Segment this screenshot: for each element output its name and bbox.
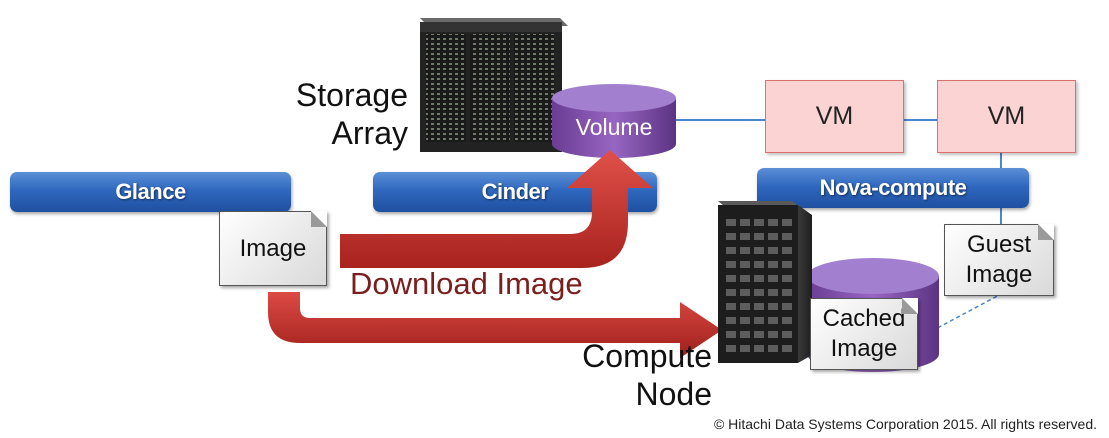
compute-node-label: Compute Node	[582, 338, 712, 412]
page-fold-icon	[311, 211, 327, 227]
volume-label: Volume	[575, 114, 653, 140]
compute-node-icon	[718, 201, 812, 363]
image-doc: Image	[219, 211, 327, 286]
vm-box-2: VM	[937, 80, 1076, 153]
vm-box-1: VM	[765, 80, 904, 153]
volume-cylinder	[552, 84, 676, 158]
cached-image-label: Cached Image	[822, 305, 906, 362]
guest-image-label: Guest Image	[965, 231, 1033, 288]
guest-image-doc: Guest Image	[944, 224, 1054, 296]
page-fold-icon	[1038, 224, 1054, 240]
cached-image-doc: Cached Image	[810, 298, 918, 370]
image-label: Image	[239, 234, 307, 262]
storage-array-label: Storage Array	[295, 77, 408, 151]
nova-compute-bar: Nova-compute	[757, 168, 1029, 208]
glance-bar: Glance	[10, 172, 291, 212]
storage-array-icon	[420, 18, 568, 152]
copyright-footer: © Hitachi Data Systems Corporation 2015.…	[713, 416, 1097, 432]
page-fold-icon	[902, 298, 918, 314]
download-image-label: Download Image	[350, 266, 583, 301]
